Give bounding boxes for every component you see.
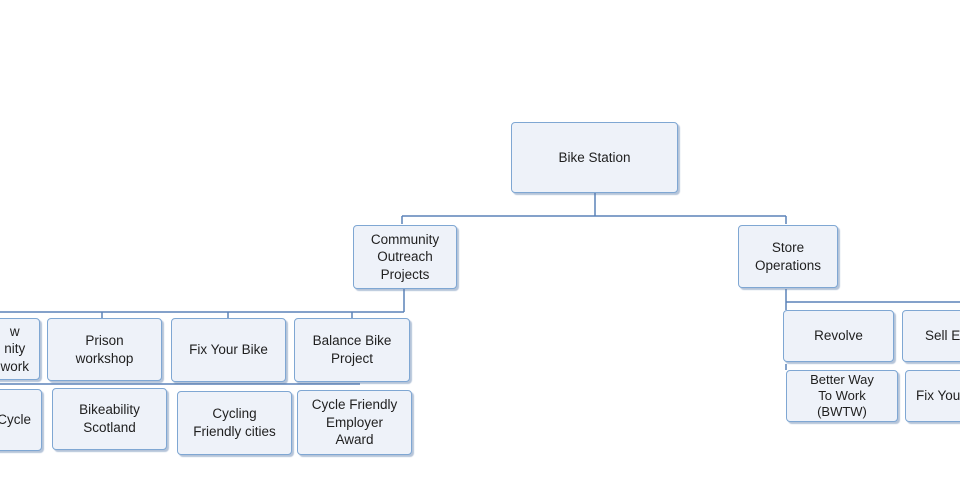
- node-community-outreach-projects-label: Community Outreach Projects: [370, 231, 440, 282]
- node-sell-label: Sell E: [925, 328, 960, 344]
- node-cycle-friendly-employer-award-label: Cycle Friendly Employer Award: [311, 397, 398, 448]
- node-fix-your-bike-label: Fix Your Bike: [189, 342, 268, 358]
- node-fix-your: Fix You: [905, 370, 960, 422]
- node-community-network-label: w nity work: [0, 323, 29, 374]
- node-fix-your-label: Fix You: [916, 388, 960, 404]
- node-bikeability-scotland-label: Bikeability Scotland: [79, 402, 140, 435]
- node-cycle: Cycle: [0, 389, 42, 451]
- node-balance-bike-project: Balance Bike Project: [294, 318, 410, 382]
- node-bikeability-scotland: Bikeability Scotland: [52, 388, 167, 450]
- node-cycle-label: Cycle: [0, 412, 31, 428]
- node-bike-station: Bike Station: [511, 122, 678, 193]
- node-better-way-to-work: Better Way To Work (BWTW): [786, 370, 898, 422]
- node-community-network: w nity work: [0, 318, 40, 380]
- node-revolve: Revolve: [783, 310, 894, 362]
- node-revolve-label: Revolve: [814, 328, 863, 344]
- node-better-way-to-work-label: Better Way To Work (BWTW): [810, 371, 874, 420]
- node-cycle-friendly-employer-award: Cycle Friendly Employer Award: [297, 390, 412, 455]
- node-store-operations-label: Store Operations: [754, 239, 822, 273]
- node-prison-workshop-label: Prison workshop: [75, 332, 134, 366]
- node-balance-bike-project-label: Balance Bike Project: [312, 333, 392, 366]
- node-community-outreach-projects: Community Outreach Projects: [353, 225, 457, 289]
- node-cycling-friendly-cities-label: Cycling Friendly cities: [193, 406, 276, 439]
- node-prison-workshop: Prison workshop: [47, 318, 162, 381]
- node-bike-station-label: Bike Station: [558, 149, 631, 165]
- node-store-operations: Store Operations: [738, 225, 838, 288]
- node-cycling-friendly-cities: Cycling Friendly cities: [177, 391, 292, 455]
- node-sell: Sell E: [902, 310, 960, 362]
- node-fix-your-bike: Fix Your Bike: [171, 318, 286, 382]
